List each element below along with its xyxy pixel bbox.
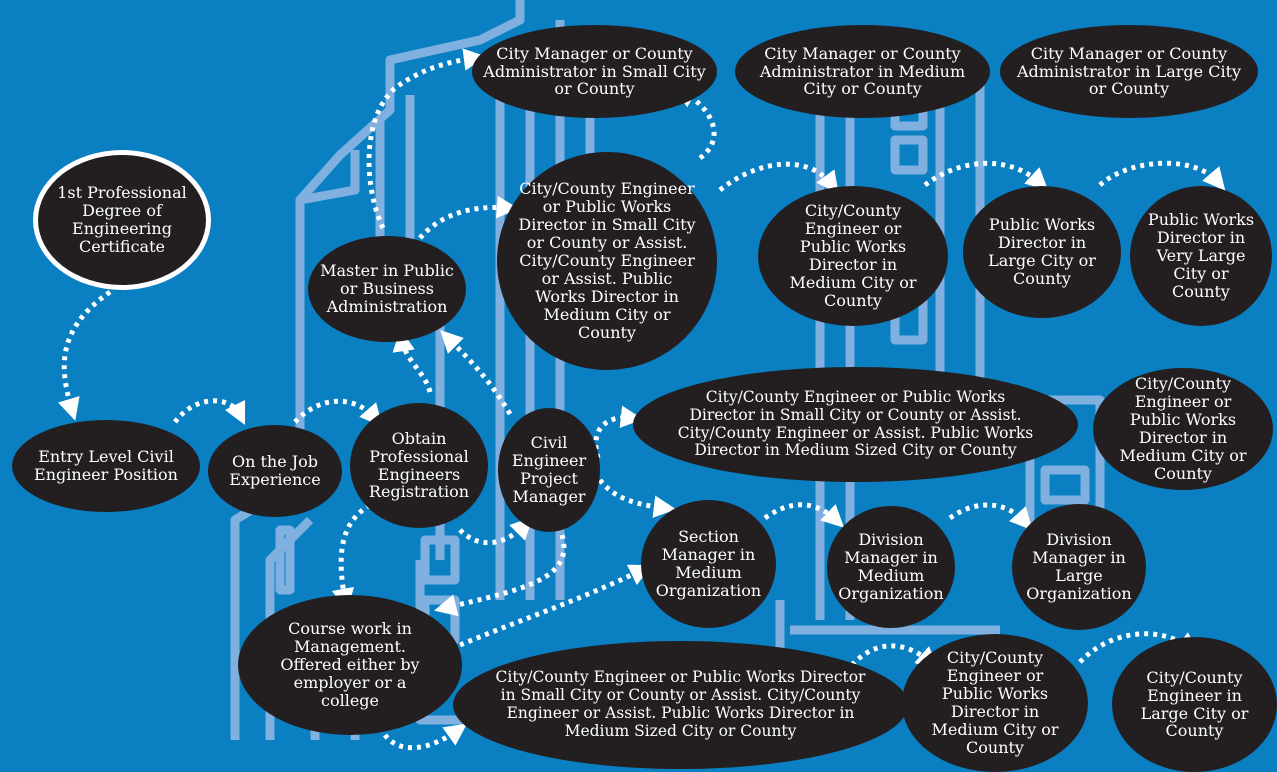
node-label: City Manager or County Administrator in … <box>759 43 966 99</box>
node-label: Master in Public or Business Administrat… <box>320 261 454 316</box>
arrow-course-to-cewide2 <box>383 723 468 751</box>
node-course-work: Course work in Management. Offered eithe… <box>238 595 462 735</box>
node-label: City/County Engineer or Public Works Dir… <box>789 201 917 310</box>
node-otj: On the Job Experience <box>208 425 342 517</box>
arrow-mpa-to-cesmall <box>418 195 520 240</box>
node-ce-wide-2: City/County Engineer or Public Works Dir… <box>453 641 908 769</box>
node-reg: Obtain Professional Engineers Registrati… <box>350 403 488 528</box>
arrow-otj-to-reg <box>293 398 383 427</box>
arrow-reg-to-mpa <box>392 328 433 393</box>
node-ce-large: City/County Engineer in Large City or Co… <box>1112 637 1277 772</box>
node-cepm: Civil Engineer Project Manager <box>498 408 600 532</box>
node-label: City Manager or County Administrator in … <box>1016 43 1242 99</box>
arrow-cepm-to-cewide1 <box>593 405 644 459</box>
node-label: Entry Level Civil Engineer Position <box>34 447 178 484</box>
node-cm-medium: City Manager or County Administrator in … <box>735 25 990 118</box>
node-label: On the Job Experience <box>229 452 321 489</box>
node-pw-large: Public Works Director in Large City or C… <box>963 186 1121 318</box>
node-pw-very-large: Public Works Director in Very Large City… <box>1130 186 1272 326</box>
arrow-cepm-to-mpa <box>440 330 513 416</box>
node-mpa: Master in Public or Business Administrat… <box>308 236 466 342</box>
node-label: Course work in Management. Offered eithe… <box>280 619 420 710</box>
arrow-degree-to-entry <box>57 289 112 421</box>
node-entry: Entry Level Civil Engineer Position <box>12 420 200 512</box>
node-ce-medium-2: City/County Engineer or Public Works Dir… <box>1093 368 1273 490</box>
node-ce-wide-1: City/County Engineer or Public Works Dir… <box>633 367 1078 482</box>
node-label: City/County Engineer or Public Works Dir… <box>1119 374 1247 483</box>
arrow-course-to-secmgr <box>459 564 653 648</box>
arrow-mpa-to-cmsmall <box>366 48 487 230</box>
node-cm-large: City Manager or County Administrator in … <box>1000 25 1258 118</box>
node-label: Section Manager in Medium Organization <box>655 527 762 600</box>
node-cm-small: City Manager or County Administrator in … <box>472 25 717 118</box>
node-ce-small-assist: City/County Engineer or Public Works Dir… <box>497 152 717 370</box>
arrow-cepm-to-secmgr <box>598 478 677 518</box>
node-label: City/County Engineer or Public Works Dir… <box>677 387 1034 460</box>
node-division-large: Division Manager in Large Organization <box>1012 504 1146 630</box>
node-label: Obtain Professional Engineers Registrati… <box>368 428 470 502</box>
arrow-reg-to-course <box>331 502 372 612</box>
node-label: City/County Engineer or Public Works Dir… <box>495 668 866 740</box>
arrow-cemed1-to-pwlarge <box>923 160 1049 191</box>
node-label: City/County Engineer or Public Works Dir… <box>931 648 1059 757</box>
node-label: City Manager or County Administrator in … <box>483 43 706 99</box>
node-label: City/County Engineer or Public Works Dir… <box>518 179 696 342</box>
node-label: City/County Engineer in Large City or Co… <box>1140 667 1249 741</box>
arrow-cewide2-to-cemed3 <box>850 643 939 670</box>
arrow-divmed-to-divlarge <box>948 502 1033 531</box>
node-label: Civil Engineer Project Manager <box>511 433 587 506</box>
node-division-medium: Division Manager in Medium Organization <box>827 506 955 628</box>
arrow-entry-to-otj <box>172 398 246 426</box>
node-label: Public Works Director in Very Large City… <box>1147 210 1255 301</box>
node-label: Division Manager in Medium Organization <box>838 530 944 603</box>
arrow-cepm-to-course <box>434 534 567 617</box>
node-label: 1st Professional Degree of Engineering C… <box>57 183 187 256</box>
node-label: Division Manager in Large Organization <box>1026 530 1132 603</box>
arrow-cesmall-to-cmsmall <box>673 86 717 161</box>
node-ce-medium-3: City/County Engineer or Public Works Dir… <box>902 634 1088 772</box>
arrow-cesmall-to-cemed1 <box>718 161 839 195</box>
node-section-manager: Section Manager in Medium Organization <box>641 500 776 628</box>
node-degree: 1st Professional Degree of Engineering C… <box>33 150 211 290</box>
arrow-secmgr-to-divmed <box>763 502 845 528</box>
node-label: Public Works Director in Large City or C… <box>988 215 1096 288</box>
arrow-reg-to-cepm <box>458 517 533 546</box>
arrow-pwlarge-to-pwverylarge <box>1098 160 1226 191</box>
node-ce-medium-1: City/County Engineer or Public Works Dir… <box>758 186 948 326</box>
